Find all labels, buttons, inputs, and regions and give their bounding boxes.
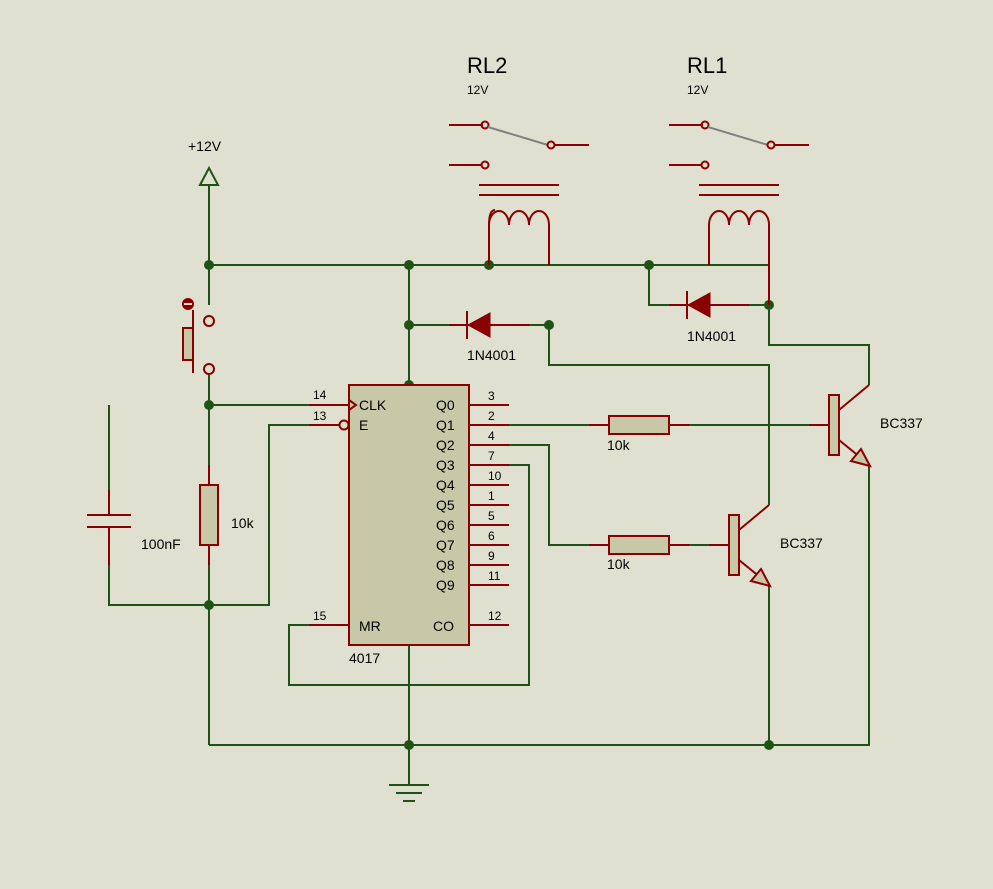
ic-pin-name-q5: Q5 (436, 497, 455, 513)
ic-pin-num-q2: 4 (488, 429, 495, 443)
ic-pin-name-q3: Q3 (436, 457, 455, 473)
transistor-rl2-driver: BC337 (709, 504, 823, 588)
transistor-rl1-part: BC337 (880, 415, 923, 431)
ic-pin-name-q7: Q7 (436, 537, 455, 553)
ic-pin-num-q0: 3 (488, 389, 495, 403)
ic-part-number: 4017 (349, 650, 380, 666)
ic-pin-name-q6: Q6 (436, 517, 455, 533)
junction-dots (204, 260, 774, 750)
ic-body (348, 384, 470, 646)
diode-rl2-part: 1N4001 (467, 347, 516, 363)
relay-rl2-voltage: 12V (467, 83, 488, 97)
ic-pin-num-mr: 15 (313, 609, 327, 623)
ic-pin-num-q9: 11 (488, 569, 501, 583)
ic-pin-num-co: 12 (488, 609, 502, 623)
ic-pin-name-e: E (359, 417, 368, 433)
ic-pin-name-co: CO (433, 618, 454, 634)
ic-pin-name-q8: Q8 (436, 557, 455, 573)
resistor-pulldown-value: 10k (231, 515, 255, 531)
diode-rl1-part: 1N4001 (687, 328, 736, 344)
relay-rl2-name: RL2 (467, 53, 507, 78)
relay-rl1-voltage: 12V (687, 83, 708, 97)
wires (108, 185, 870, 785)
power-label: +12V (188, 138, 222, 154)
ic-pin-name-q9: Q9 (436, 577, 455, 593)
resistor-q2-base: 10k (589, 535, 689, 572)
resistor-q2-value: 10k (607, 556, 631, 572)
transistor-rl2-part: BC337 (780, 535, 823, 551)
ic-pin-num-q6: 5 (488, 509, 495, 523)
ic-pin-num-clk: 14 (313, 388, 327, 402)
resistor-q1-base: 10k (589, 415, 689, 453)
capacitor-100nf: 100nF (87, 490, 181, 565)
ground-symbol (389, 784, 429, 802)
ic-pin-name-clk: CLK (359, 397, 387, 413)
resistor-pulldown: 10k (199, 465, 255, 565)
ic-4017: 14 CLK 13 E 15 MR 3 Q0 2 Q1 4 Q2 7 Q3 10… (309, 384, 509, 666)
ic-pin-name-mr: MR (359, 618, 381, 634)
ic-pin-name-q0: Q0 (436, 397, 455, 413)
diode-rl1: 1N4001 (669, 291, 749, 344)
ic-pin-name-q4: Q4 (436, 477, 455, 493)
ic-pin-num-e: 13 (313, 409, 327, 423)
transistor-rl1-driver: BC337 (809, 384, 923, 468)
push-button (182, 298, 215, 375)
ic-pin-name-q1: Q1 (436, 417, 455, 433)
ic-pin-num-q4: 10 (488, 469, 502, 483)
diode-rl2: 1N4001 (449, 311, 529, 363)
ic-pin-num-q3: 7 (488, 449, 495, 463)
ic-pin-name-q2: Q2 (436, 437, 455, 453)
ic-right-pins (469, 404, 509, 626)
ic-pin-num-q8: 9 (488, 549, 495, 563)
ic-pin-num-q5: 1 (488, 489, 495, 503)
ic-pin-num-q7: 6 (488, 529, 495, 543)
resistor-q1-value: 10k (607, 437, 631, 453)
relay-rl2: RL2 12V (449, 53, 589, 265)
capacitor-value: 100nF (141, 536, 181, 552)
ic-pin-num-q1: 2 (488, 409, 495, 423)
relay-rl1-name: RL1 (687, 53, 727, 78)
power-terminal-12v: +12V (188, 138, 222, 186)
relay-rl1: RL1 12V (669, 53, 809, 305)
